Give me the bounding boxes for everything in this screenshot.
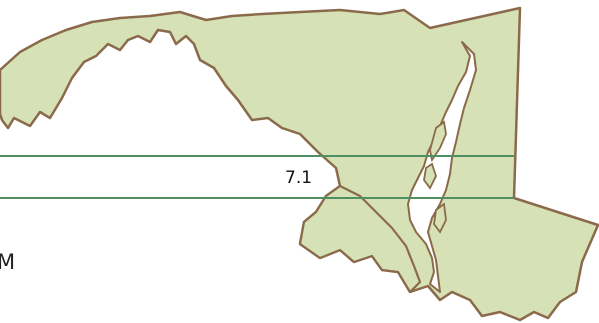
bay-island xyxy=(429,120,447,163)
southern-peninsula xyxy=(298,184,422,294)
maryland-mainland xyxy=(0,6,599,322)
band-value-label: 7.1 xyxy=(285,168,313,188)
bay-island xyxy=(433,202,447,234)
bay-island xyxy=(423,162,437,190)
edge-text-fragment: M xyxy=(0,250,16,274)
